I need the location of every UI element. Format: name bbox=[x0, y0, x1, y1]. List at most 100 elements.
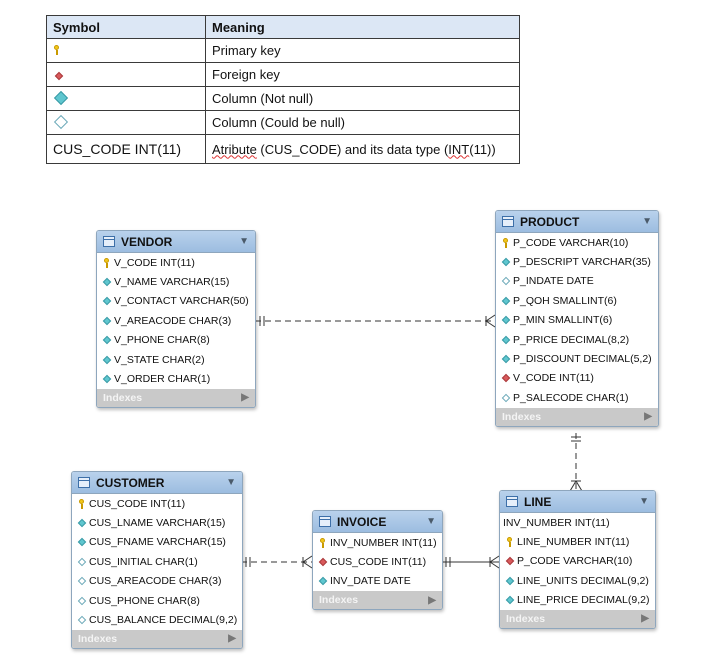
entity-header[interactable]: VENDOR▼ bbox=[97, 231, 255, 253]
attribute-row[interactable]: LINE_PRICE DECIMAL(9,2) bbox=[500, 591, 655, 610]
attribute-marker bbox=[502, 237, 509, 248]
foreign-key-diamond-icon bbox=[318, 557, 327, 567]
attribute-marker bbox=[501, 316, 510, 325]
attribute-row[interactable]: P_DESCRIPT VARCHAR(35) bbox=[496, 252, 658, 271]
attribute-marker bbox=[77, 615, 86, 625]
attribute-row[interactable]: CUS_PHONE CHAR(8) bbox=[72, 591, 242, 610]
indexes-section[interactable]: Indexes▶ bbox=[72, 629, 242, 648]
entity-header[interactable]: LINE▼ bbox=[500, 491, 655, 513]
expand-triangle-icon[interactable]: ▶ bbox=[641, 613, 649, 625]
legend-row-foreign-key: Foreign key bbox=[46, 62, 520, 87]
attribute-text: V_AREACODE CHAR(3) bbox=[114, 314, 232, 327]
attribute-marker bbox=[77, 538, 86, 547]
attribute-text: P_SALECODE CHAR(1) bbox=[513, 391, 629, 404]
expand-triangle-icon[interactable]: ▶ bbox=[241, 392, 249, 404]
attribute-marker bbox=[501, 296, 510, 306]
attribute-text: V_ORDER CHAR(1) bbox=[114, 373, 211, 386]
legend-row-primary-key: Primary key bbox=[46, 38, 520, 63]
indexes-section[interactable]: Indexes▶ bbox=[97, 388, 255, 407]
attribute-marker bbox=[77, 557, 86, 567]
attribute-row[interactable]: V_NAME VARCHAR(15) bbox=[97, 272, 255, 291]
expand-triangle-icon[interactable]: ▶ bbox=[428, 594, 436, 606]
not-null-diamond-icon bbox=[501, 354, 510, 364]
attribute-row[interactable]: P_CODE VARCHAR(10) bbox=[496, 233, 658, 252]
attribute-row[interactable]: P_INDATE DATE bbox=[496, 272, 658, 291]
attribute-row[interactable]: V_PHONE CHAR(8) bbox=[97, 331, 255, 350]
not-null-diamond-icon bbox=[102, 336, 111, 345]
entity-vendor[interactable]: VENDOR▼ V_CODE INT(11) V_NAME VARCHAR(15) V… bbox=[96, 230, 256, 408]
attribute-row[interactable]: CUS_BALANCE DECIMAL(9,2) bbox=[72, 610, 242, 629]
attribute-text: V_CODE INT(11) bbox=[114, 256, 195, 269]
legend-meaning-header: Meaning bbox=[205, 15, 520, 39]
attribute-row[interactable]: V_CODE INT(11) bbox=[496, 369, 658, 388]
attribute-row[interactable]: P_CODE VARCHAR(10) bbox=[500, 552, 655, 571]
legend-meaning-cell: Foreign key bbox=[205, 62, 520, 87]
attribute-row[interactable]: CUS_LNAME VARCHAR(15) bbox=[72, 513, 242, 532]
not-null-diamond-icon bbox=[102, 316, 111, 326]
key-icon bbox=[53, 45, 60, 55]
attribute-text: P_INDATE DATE bbox=[513, 275, 594, 288]
entity-invoice[interactable]: INVOICE▼ INV_NUMBER INT(11) CUS_CODE INT(1… bbox=[312, 510, 443, 611]
legend-symbol-cell bbox=[46, 38, 206, 63]
nullable-diamond-icon bbox=[501, 277, 510, 286]
relationship-product-line bbox=[569, 433, 583, 492]
entity-header[interactable]: PRODUCT▼ bbox=[496, 211, 658, 233]
collapse-triangle-icon[interactable]: ▼ bbox=[239, 236, 249, 247]
entity-header[interactable]: INVOICE▼ bbox=[313, 511, 442, 533]
entity-product[interactable]: PRODUCT▼ P_CODE VARCHAR(10) P_DESCRIPT VAR… bbox=[495, 210, 659, 427]
attribute-text: V_STATE CHAR(2) bbox=[114, 353, 205, 366]
nullable-diamond-icon bbox=[77, 596, 86, 605]
collapse-triangle-icon[interactable]: ▼ bbox=[639, 496, 649, 507]
attribute-row[interactable]: V_CODE INT(11) bbox=[97, 253, 255, 272]
primary-key-icon bbox=[319, 537, 326, 548]
entity-line[interactable]: LINE▼ INV_NUMBER INT(11) LINE_NUMBER INT(1… bbox=[499, 490, 656, 629]
table-icon bbox=[103, 236, 115, 247]
attribute-row[interactable]: INV_DATE DATE bbox=[313, 572, 442, 591]
table-icon bbox=[78, 477, 90, 488]
attribute-row[interactable]: CUS_CODE INT(11) bbox=[313, 552, 442, 571]
attribute-row[interactable]: INV_NUMBER INT(11) bbox=[500, 513, 655, 532]
legend-symbol-cell bbox=[46, 110, 206, 135]
attribute-row[interactable]: INV_NUMBER INT(11) bbox=[313, 533, 442, 552]
attribute-row[interactable]: P_DISCOUNT DECIMAL(5,2) bbox=[496, 349, 658, 368]
attribute-text: INV_NUMBER INT(11) bbox=[330, 536, 437, 549]
legend-meaning-cell: Column (Could be null) bbox=[205, 110, 520, 135]
primary-key-icon bbox=[506, 537, 513, 548]
attribute-row[interactable]: P_MIN SMALLINT(6) bbox=[496, 311, 658, 330]
entity-customer[interactable]: CUSTOMER▼CUS_CODE INT(11)CUS_LNAME VARCH… bbox=[71, 471, 243, 649]
attribute-text: P_PRICE DECIMAL(8,2) bbox=[513, 333, 630, 346]
attribute-row[interactable]: P_PRICE DECIMAL(8,2) bbox=[496, 330, 658, 349]
collapse-triangle-icon[interactable]: ▼ bbox=[426, 516, 436, 527]
attribute-row[interactable]: V_ORDER CHAR(1) bbox=[97, 369, 255, 388]
indexes-section[interactable]: Indexes▶ bbox=[496, 407, 658, 426]
attribute-marker bbox=[103, 257, 110, 268]
attribute-text: P_CODE VARCHAR(10) bbox=[513, 236, 629, 249]
collapse-triangle-icon[interactable]: ▼ bbox=[642, 216, 652, 227]
attribute-row[interactable]: V_AREACODE CHAR(3) bbox=[97, 311, 255, 330]
attribute-row[interactable]: P_QOH SMALLINT(6) bbox=[496, 291, 658, 310]
entity-header[interactable]: CUSTOMER▼ bbox=[72, 472, 242, 494]
attribute-marker bbox=[78, 498, 85, 509]
collapse-triangle-icon[interactable]: ▼ bbox=[226, 477, 236, 488]
expand-triangle-icon[interactable]: ▶ bbox=[228, 633, 236, 645]
attribute-row[interactable]: P_SALECODE CHAR(1) bbox=[496, 388, 658, 407]
nullable-diamond-icon bbox=[77, 615, 86, 625]
attribute-row[interactable]: CUS_AREACODE CHAR(3) bbox=[72, 572, 242, 591]
not-null-diamond-icon bbox=[505, 576, 514, 586]
legend-example-meaning: Atribute (CUS_CODE) and its data type (I… bbox=[205, 134, 520, 164]
indexes-section[interactable]: Indexes▶ bbox=[500, 609, 655, 628]
attribute-row[interactable]: CUS_FNAME VARCHAR(15) bbox=[72, 533, 242, 552]
attribute-text: V_CONTACT VARCHAR(50) bbox=[114, 295, 249, 308]
expand-triangle-icon[interactable]: ▶ bbox=[644, 411, 652, 423]
attribute-row[interactable]: LINE_NUMBER INT(11) bbox=[500, 532, 655, 551]
attribute-row[interactable]: V_CONTACT VARCHAR(50) bbox=[97, 292, 255, 311]
attribute-marker bbox=[102, 297, 111, 306]
attribute-text: CUS_PHONE CHAR(8) bbox=[89, 594, 200, 607]
indexes-section[interactable]: Indexes▶ bbox=[313, 591, 442, 610]
attribute-row[interactable]: LINE_UNITS DECIMAL(9,2) bbox=[500, 571, 655, 590]
attribute-row[interactable]: CUS_CODE INT(11) bbox=[72, 494, 242, 513]
attribute-row[interactable]: CUS_INITIAL CHAR(1) bbox=[72, 552, 242, 571]
attribute-text: P_DISCOUNT DECIMAL(5,2) bbox=[513, 353, 652, 366]
attribute-row[interactable]: V_STATE CHAR(2) bbox=[97, 350, 255, 369]
attribute-text: INV_NUMBER INT(11) bbox=[503, 516, 610, 529]
